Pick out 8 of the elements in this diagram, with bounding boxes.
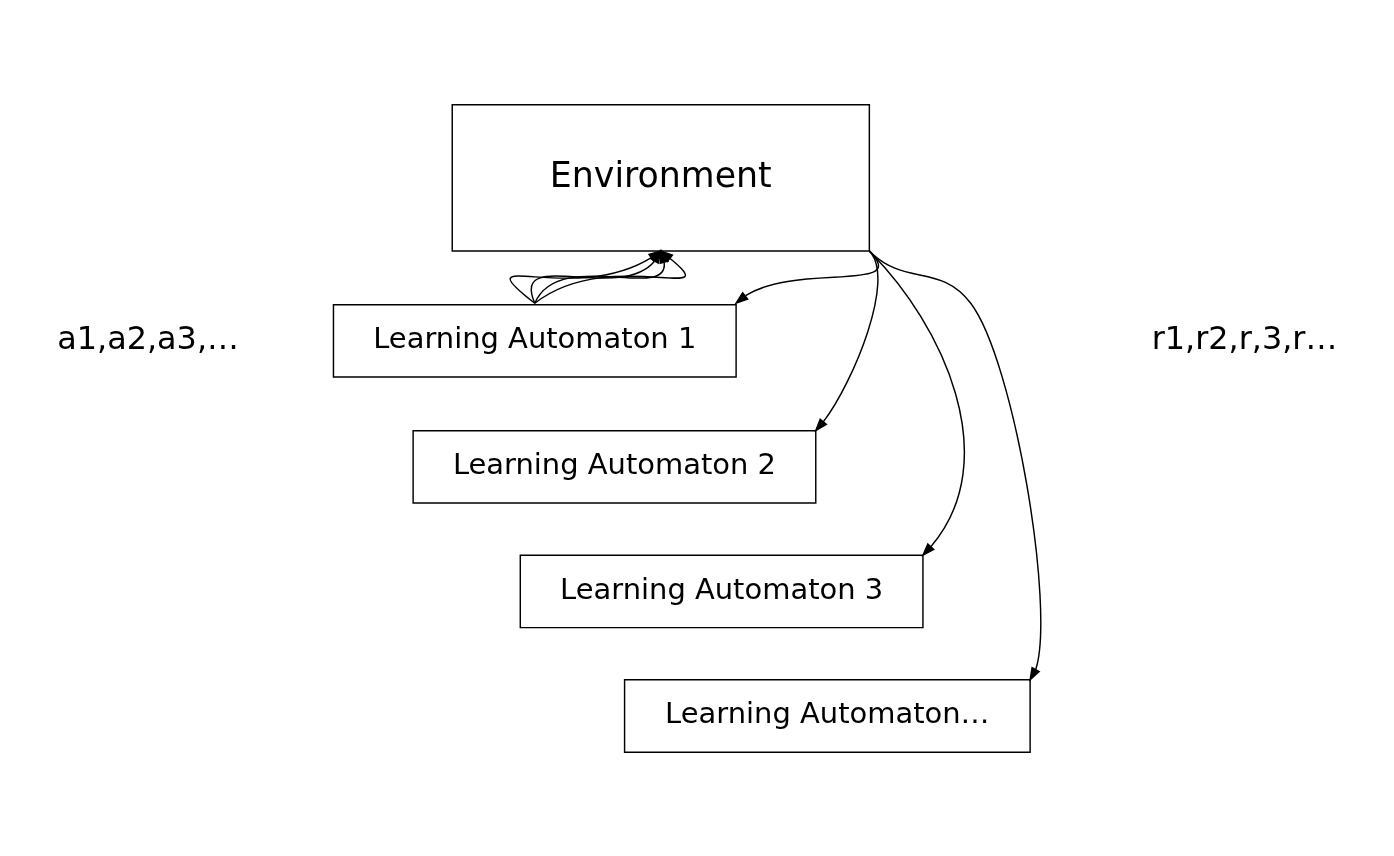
label: a1,a2,a3,… bbox=[57, 318, 239, 357]
node-box: Learning Automaton 1 bbox=[332, 303, 737, 378]
node-box: Environment bbox=[451, 103, 871, 252]
node-box: Learning Automaton 3 bbox=[519, 554, 924, 628]
arrow bbox=[868, 249, 1042, 682]
label: r1,r2,r,3,r… bbox=[1151, 318, 1338, 357]
node-box: Learning Automaton 2 bbox=[412, 429, 817, 504]
node-box: Learning Automaton… bbox=[623, 678, 1031, 753]
